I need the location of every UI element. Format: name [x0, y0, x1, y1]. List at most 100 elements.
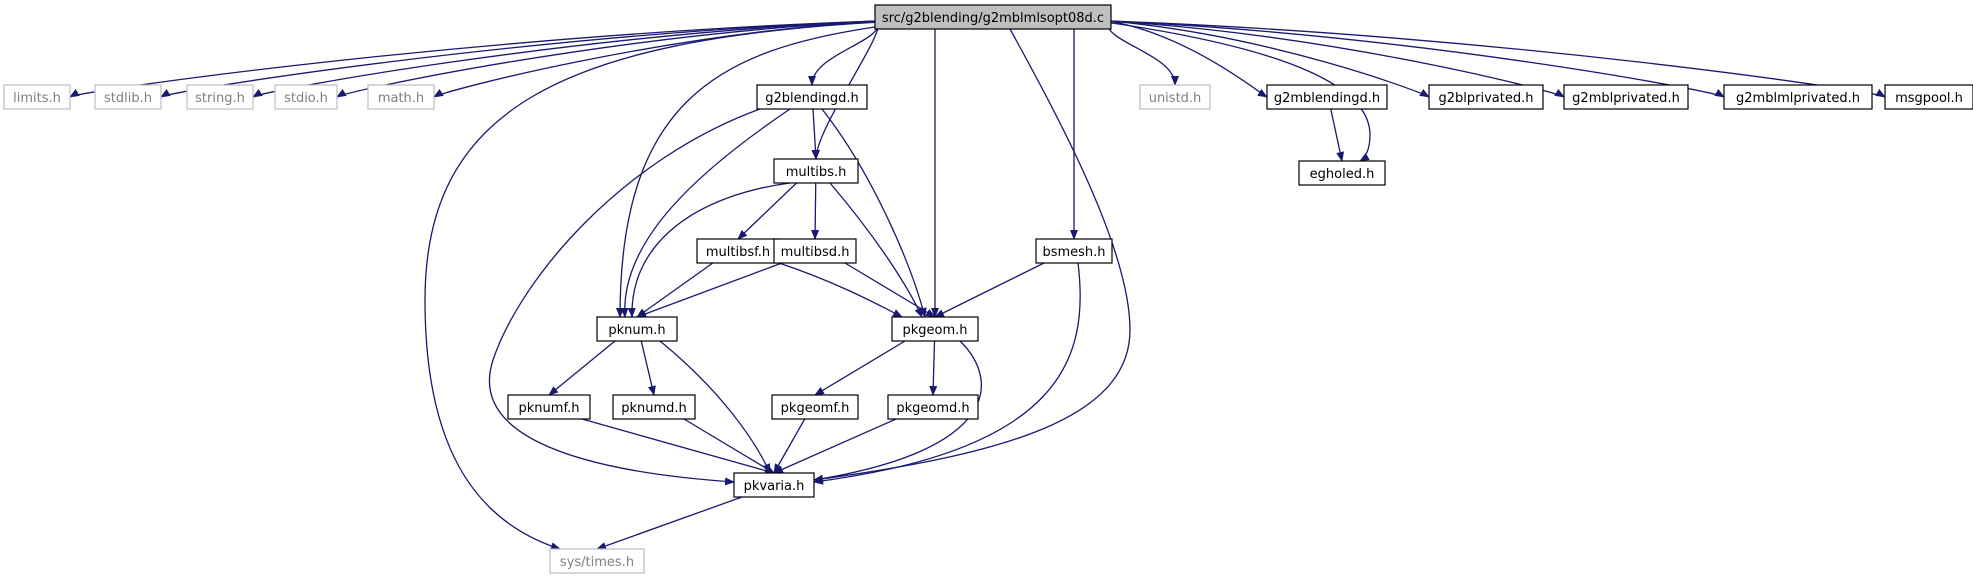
edge-pknumd-to-pkvaria: [683, 418, 775, 474]
edge-line: [659, 340, 771, 474]
edge-g2blendingd-to-pkgeom: [821, 108, 927, 318]
edge-line: [773, 418, 806, 474]
edge-line: [1330, 108, 1345, 162]
edge-line: [424, 21, 881, 551]
node-pknumf[interactable]: pknumf.h: [507, 394, 591, 420]
node-pkgeomd[interactable]: pkgeomd.h: [887, 394, 979, 420]
node-label: egholed.h: [1310, 167, 1375, 182]
edge-line: [1108, 20, 1430, 98]
edge-line: [627, 182, 791, 318]
node-label: pkgeomf.h: [781, 401, 850, 416]
node-pknumd[interactable]: pknumd.h: [612, 394, 696, 420]
edge-g2blendingd-to-multibs: [811, 108, 820, 160]
node-g2mblprivated[interactable]: g2mblprivated.h: [1563, 84, 1689, 110]
node-g2blendingd[interactable]: g2blendingd.h: [756, 84, 868, 110]
edge-multibs-to-pkgeom: [829, 182, 923, 318]
node-box: [1139, 84, 1211, 110]
node-box: [1298, 160, 1386, 186]
node-box: [891, 316, 979, 342]
node-box: [549, 548, 645, 574]
edge-pkgeomd-to-pkvaria: [773, 418, 897, 474]
node-g2mblmlprivated[interactable]: g2mblmlprivated.h: [1723, 84, 1873, 110]
edge-line: [581, 418, 775, 475]
edge-line: [636, 262, 783, 318]
edge-line: [160, 20, 878, 98]
node-msgpool[interactable]: msgpool.h: [1884, 84, 1973, 110]
node-pkgeom[interactable]: pkgeom.h: [891, 316, 979, 342]
node-string: string.h: [186, 84, 254, 110]
edge-g2mblendingd-to-egholed: [1330, 108, 1345, 162]
edge-root-to-g2mblprivated: [1108, 20, 1565, 98]
node-g2blprivated[interactable]: g2blprivated.h: [1428, 84, 1544, 110]
node-label: g2mblmlprivated.h: [1736, 91, 1860, 106]
node-label: stdlib.h: [104, 91, 152, 106]
edge-pknum-to-pkvaria: [659, 340, 771, 474]
node-box: [3, 84, 71, 110]
edge-line: [811, 108, 820, 160]
node-root[interactable]: src/g2blending/g2mblmlsopt08d.c: [874, 4, 1112, 30]
node-label: pknumf.h: [519, 401, 580, 416]
node-egholed[interactable]: egholed.h: [1298, 160, 1386, 186]
node-multibsf[interactable]: multibsf.h: [696, 238, 780, 264]
edge-line: [488, 108, 761, 486]
edge-root-to-pkvaria: [813, 28, 1131, 483]
node-box: [1266, 84, 1388, 110]
node-label: g2blendingd.h: [765, 91, 859, 106]
node-box: [596, 316, 678, 342]
node-label: pknum.h: [608, 323, 665, 338]
node-label: pknumd.h: [621, 401, 687, 416]
edge-line: [336, 20, 878, 98]
edge-line: [1108, 20, 1565, 98]
edge-line: [1108, 20, 1725, 98]
node-box: [874, 4, 1112, 30]
edge-root-to-pknum: [616, 26, 876, 318]
edge-pkgeom-to-pkgeomd: [929, 340, 938, 396]
edge-line: [778, 262, 903, 318]
node-multibsd[interactable]: multibsd.h: [773, 238, 857, 264]
edge-root-to-g2blprivated: [1108, 20, 1430, 98]
edge-line: [1108, 20, 1268, 98]
node-box: [773, 238, 857, 264]
edge-line: [683, 418, 775, 474]
edge-line: [252, 20, 878, 98]
node-label: sys/times.h: [560, 555, 634, 570]
node-label: g2blprivated.h: [1439, 91, 1534, 106]
node-box: [507, 394, 591, 420]
edge-multibsf-to-pkgeom: [778, 262, 903, 318]
node-pknum[interactable]: pknum.h: [596, 316, 678, 342]
node-box: [756, 84, 868, 110]
edge-line: [934, 262, 1045, 318]
node-box: [612, 394, 696, 420]
edge-line: [811, 182, 820, 240]
header-nodes: src/g2blending/g2mblmlsopt08d.c limits.h s…: [3, 4, 1973, 574]
node-label: unistd.h: [1149, 91, 1202, 106]
edge-root-to-g2mblendingd: [1108, 20, 1268, 98]
edge-g2blendingd-to-pknum: [620, 108, 791, 318]
node-label: src/g2blending/g2mblmlsopt08d.c: [882, 11, 1104, 26]
node-pkgeomf[interactable]: pkgeomf.h: [771, 394, 859, 420]
node-label: g2mblprivated.h: [1572, 91, 1680, 106]
node-label: pkgeomd.h: [896, 401, 969, 416]
edge-pknum-to-pknumf: [548, 340, 616, 396]
node-multibs[interactable]: multibs.h: [773, 158, 859, 184]
node-pkvaria[interactable]: pkvaria.h: [733, 472, 815, 498]
node-label: limits.h: [13, 91, 61, 106]
node-label: stdio.h: [284, 91, 328, 106]
edge-line: [620, 108, 791, 318]
node-label: math.h: [378, 91, 424, 106]
edge-line: [814, 340, 906, 396]
node-label: bsmesh.h: [1042, 245, 1105, 260]
node-box: [1884, 84, 1973, 110]
node-label: pkgeom.h: [902, 323, 967, 338]
node-box: [1428, 84, 1544, 110]
node-g2mblendingd[interactable]: g2mblendingd.h: [1266, 84, 1388, 110]
node-box: [94, 84, 162, 110]
node-stdio: stdio.h: [274, 84, 338, 110]
edge-line: [596, 496, 743, 550]
edge-multibs-to-multibsf: [737, 182, 797, 240]
node-box: [773, 158, 859, 184]
node-bsmesh[interactable]: bsmesh.h: [1035, 238, 1113, 264]
edge-multibsf-to-pknum: [636, 262, 714, 318]
edge-line: [813, 28, 1131, 483]
